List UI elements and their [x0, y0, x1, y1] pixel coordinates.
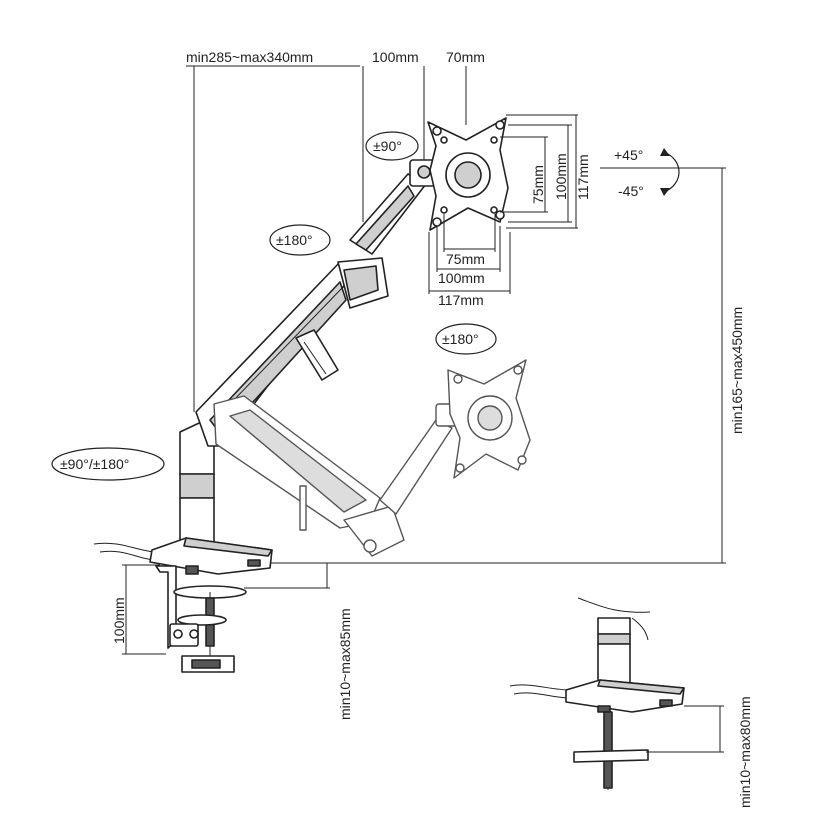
plate-117-h-label: 117mm	[438, 292, 484, 308]
base-swivel-badge	[51, 447, 165, 481]
height-range-label: min165~max450mm	[729, 307, 745, 434]
grommet-dims	[646, 705, 724, 753]
height-dimension	[268, 167, 726, 564]
swivel-lower-label: ±180°	[442, 331, 479, 347]
tilt-down-label: -45°	[618, 183, 644, 199]
clamp-dims	[122, 563, 330, 655]
vesa-horizontal-dims	[428, 214, 511, 294]
lower-arm-ghost	[213, 395, 459, 557]
vesa-75-v-label: 75mm	[530, 165, 546, 204]
clamp-height-label: 100mm	[111, 597, 127, 644]
tilt-indicator	[660, 148, 680, 196]
plate-117-v-label: 117mm	[575, 154, 591, 200]
rotate-90-badge	[365, 131, 419, 161]
grommet-range-label: min10~max80mm	[737, 696, 753, 808]
swivel-lower-badge	[435, 323, 497, 355]
reach-dimension	[186, 65, 467, 412]
swivel-upper-label: ±180°	[276, 232, 313, 248]
arm-reach-label: min285~max340mm	[186, 49, 313, 65]
clamp-range-label: min10~max85mm	[337, 608, 353, 720]
base-swivel-label: ±90°/±180°	[60, 456, 129, 472]
offset-100-label: 100mm	[372, 49, 419, 65]
clamp-base	[93, 537, 273, 673]
vesa-plate-lower	[447, 359, 531, 479]
tilt-up-label: +45°	[614, 147, 643, 163]
swivel-upper-badge	[269, 224, 331, 256]
vesa-plate-upper	[427, 117, 509, 231]
grommet-base	[509, 597, 685, 790]
vesa-vertical-dims	[500, 114, 578, 229]
vesa-100-v-label: 100mm	[553, 153, 569, 200]
rotate-90-label: ±90°	[373, 138, 402, 154]
vesa-75-h-label: 75mm	[446, 251, 485, 267]
vesa-100-h-label: 100mm	[438, 270, 485, 286]
offset-70-label: 70mm	[446, 49, 485, 65]
